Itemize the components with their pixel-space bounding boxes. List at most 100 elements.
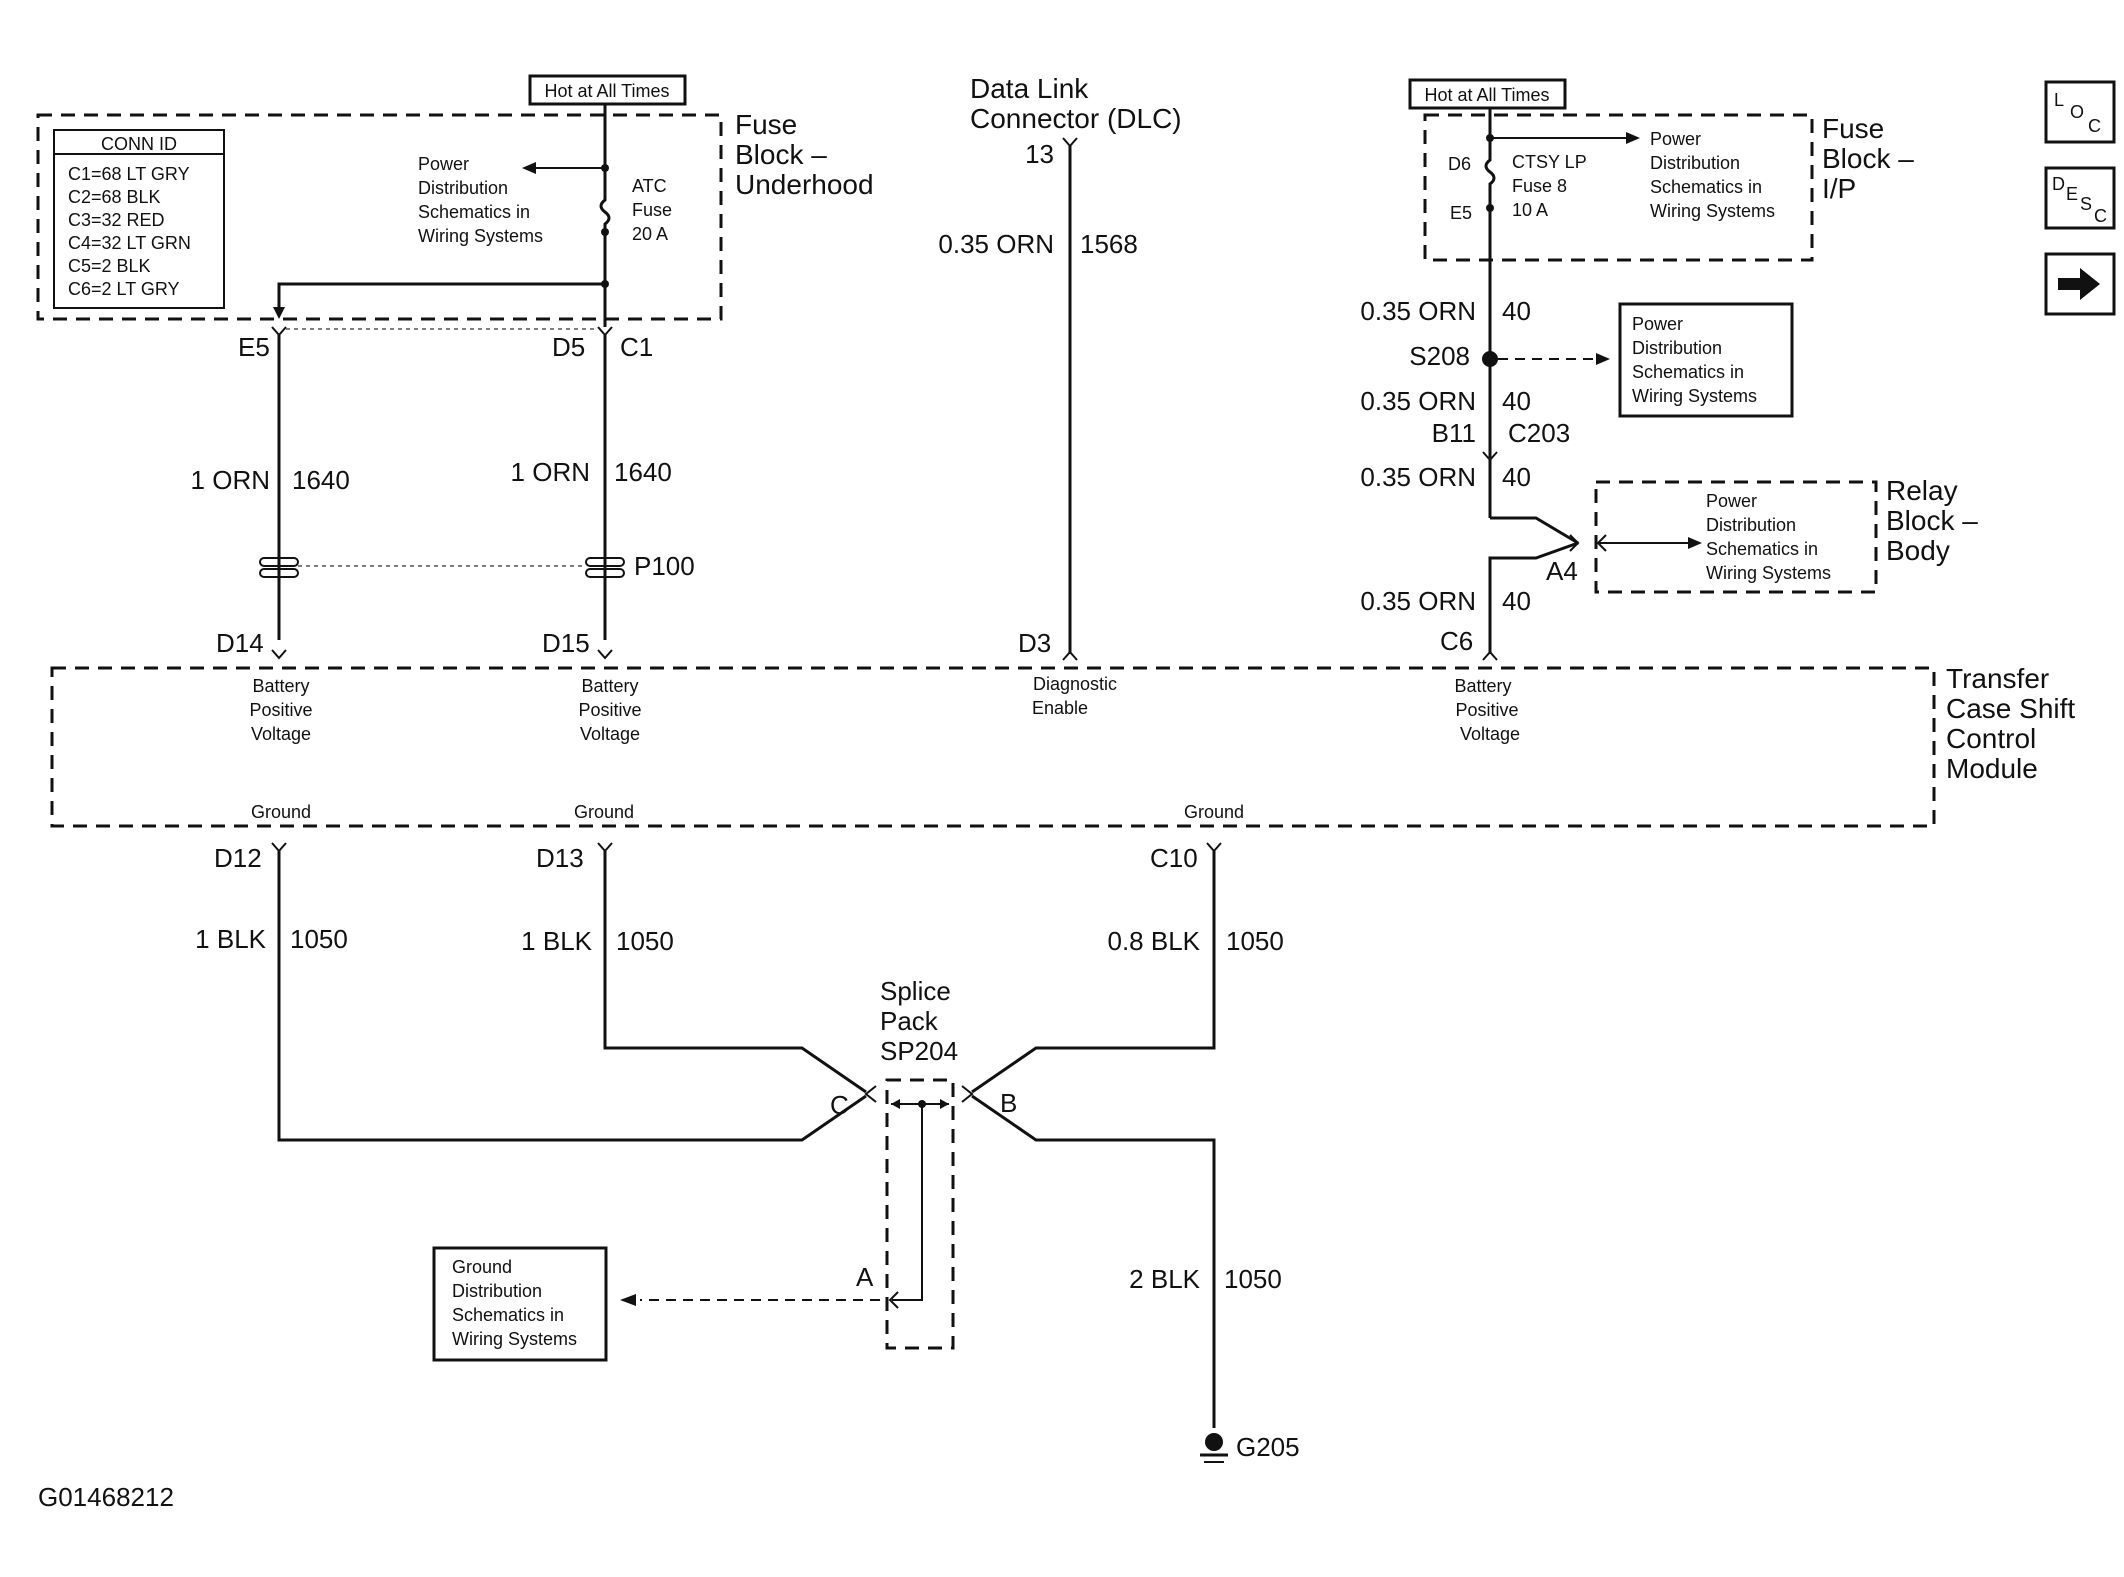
pin-d15-label: Positive xyxy=(578,700,641,720)
atc-fuse-label: 20 A xyxy=(632,224,668,244)
pin-d3-label: Enable xyxy=(1032,698,1088,718)
connector-c1: C1 xyxy=(620,332,653,362)
pin-d14-label: Positive xyxy=(249,700,312,720)
connector-c6: C6 xyxy=(1440,626,1473,656)
arrow-right-icon xyxy=(940,1099,949,1109)
pin-d14-label: Voltage xyxy=(251,724,311,744)
wire-circuit: 1050 xyxy=(290,924,348,954)
hot-at-all-times-box xyxy=(528,74,687,106)
inline-connector-icon xyxy=(259,568,299,578)
loc-button-frame[interactable] xyxy=(2044,80,2116,144)
connector-dlc-icon xyxy=(1062,137,1078,148)
arrow-right-icon xyxy=(1626,132,1640,144)
relay-power-dist-text: Wiring Systems xyxy=(1706,563,1831,583)
splice-pack-boundary xyxy=(885,1078,955,1350)
wire-circuit: 40 xyxy=(1502,386,1531,416)
conn-id-row: C5=2 BLK xyxy=(68,256,151,276)
arrow-right-icon xyxy=(1596,353,1610,365)
s208-power-dist-text: Distribution xyxy=(1632,338,1722,358)
relay-block-name: Block – xyxy=(1886,505,1978,536)
dlc-title: Connector (DLC) xyxy=(970,103,1182,134)
splice-c-icon xyxy=(864,1085,877,1103)
connector-p100: P100 xyxy=(634,551,695,581)
connector-d14: D14 xyxy=(216,628,264,658)
wire-color: 1 BLK xyxy=(521,926,592,956)
transfer-case-shift-control-module: Transfer Case Shift Control Module Batte… xyxy=(50,663,2075,828)
wire-1050-c10 xyxy=(971,851,1216,1094)
connector-a4: A4 xyxy=(1546,556,1578,586)
connector-d14-icon xyxy=(271,649,287,660)
fuse-pin-e5: E5 xyxy=(1450,203,1472,223)
splice-s208: S208 xyxy=(1409,341,1470,371)
splice-pack-title: SP204 xyxy=(880,1036,958,1066)
connector-e5-icon xyxy=(271,326,287,337)
pin-d14-label: Battery xyxy=(252,676,309,696)
connector-d12: D12 xyxy=(214,843,262,873)
ip-power-dist-text: Wiring Systems xyxy=(1650,201,1775,221)
splice-pack-sp204: Splice Pack SP204 C B A Ground Distribut… xyxy=(432,976,1017,1362)
fuse-block-ip-boundary xyxy=(1423,113,1814,262)
loc-button[interactable]: L O C xyxy=(2044,80,2116,144)
splice-pack-title: Splice xyxy=(880,976,951,1006)
relay-block-name: Body xyxy=(1886,535,1950,566)
connector-c6-icon xyxy=(1482,650,1498,661)
conn-id-row: C4=32 LT GRN xyxy=(68,233,191,253)
wire-color: 0.8 BLK xyxy=(1107,926,1200,956)
connector-dlc-13: 13 xyxy=(1025,139,1054,169)
arrow-left-icon xyxy=(891,1099,900,1109)
conn-id-title: CONN ID xyxy=(101,134,177,154)
ctsy-lp-fuse-icon xyxy=(1484,138,1496,208)
power-dist-text: Schematics in xyxy=(418,202,530,222)
splice-pack-title: Pack xyxy=(880,1006,939,1036)
atc-fuse-label: Fuse xyxy=(632,200,672,220)
splice-b-icon xyxy=(961,1085,974,1103)
s208-power-dist-text: Wiring Systems xyxy=(1632,386,1757,406)
ground-dist-text: Distribution xyxy=(452,1281,542,1301)
fuse-block-underhood-name-3: Underhood xyxy=(735,169,874,200)
relay-block-boundary xyxy=(1594,480,1878,594)
dlc-title: Data Link xyxy=(970,73,1089,104)
pin-c6-label: Positive xyxy=(1455,700,1518,720)
module-name: Transfer xyxy=(1946,663,2049,694)
ctsy-lp-fuse-label: Fuse 8 xyxy=(1512,176,1567,196)
splice-a-icon xyxy=(888,1291,899,1309)
connector-d15: D15 xyxy=(542,628,590,658)
wire-color: 1 BLK xyxy=(195,924,266,954)
atc-fuse-icon xyxy=(599,168,611,232)
arrow-down-icon xyxy=(273,307,285,319)
wire-circuit: 1568 xyxy=(1080,229,1138,259)
relay-block-body: Relay Block – Body Power Distribution Sc… xyxy=(1594,475,1978,594)
arrow-left-icon xyxy=(620,1294,636,1306)
desc-letter: S xyxy=(2080,194,2092,214)
connector-d5: D5 xyxy=(552,332,585,362)
desc-button[interactable]: D E S C xyxy=(2044,166,2116,230)
desc-letter: D xyxy=(2052,174,2065,194)
fuse-block-ip-name: Fuse xyxy=(1822,113,1884,144)
wire-color: 0.35 ORN xyxy=(1360,586,1476,616)
conn-id-box xyxy=(53,129,225,309)
arrow-right-icon xyxy=(2058,268,2100,300)
fuse-block-underhood-boundary xyxy=(36,113,723,321)
s208-power-dist-text: Schematics in xyxy=(1632,362,1744,382)
module-boundary xyxy=(50,666,1936,828)
s208-power-dist-text: Power xyxy=(1632,314,1683,334)
fuse-block-ip-name: Block – xyxy=(1822,143,1914,174)
splice-to-a xyxy=(892,1104,923,1301)
connector-b11: B11 xyxy=(1432,418,1476,448)
power-dist-text: Power xyxy=(418,154,469,174)
splice-s208-icon xyxy=(1482,351,1498,367)
connector-e5: E5 xyxy=(238,332,270,362)
wire-circuit: 40 xyxy=(1502,586,1531,616)
next-button[interactable] xyxy=(2044,252,2116,316)
bus-wire-e5 xyxy=(277,282,605,311)
ground-g205-icon xyxy=(1205,1433,1223,1451)
conn-id-row: C2=68 BLK xyxy=(68,187,161,207)
splice-pin-b: B xyxy=(1000,1088,1017,1118)
next-button-frame[interactable] xyxy=(2044,252,2116,316)
conn-id-row: C3=32 RED xyxy=(68,210,165,230)
module-name: Control xyxy=(1946,723,2036,754)
wire-circuit: 1640 xyxy=(614,457,672,487)
desc-button-frame[interactable] xyxy=(2044,166,2116,230)
hot-at-all-times-label: Hot at All Times xyxy=(544,81,669,101)
